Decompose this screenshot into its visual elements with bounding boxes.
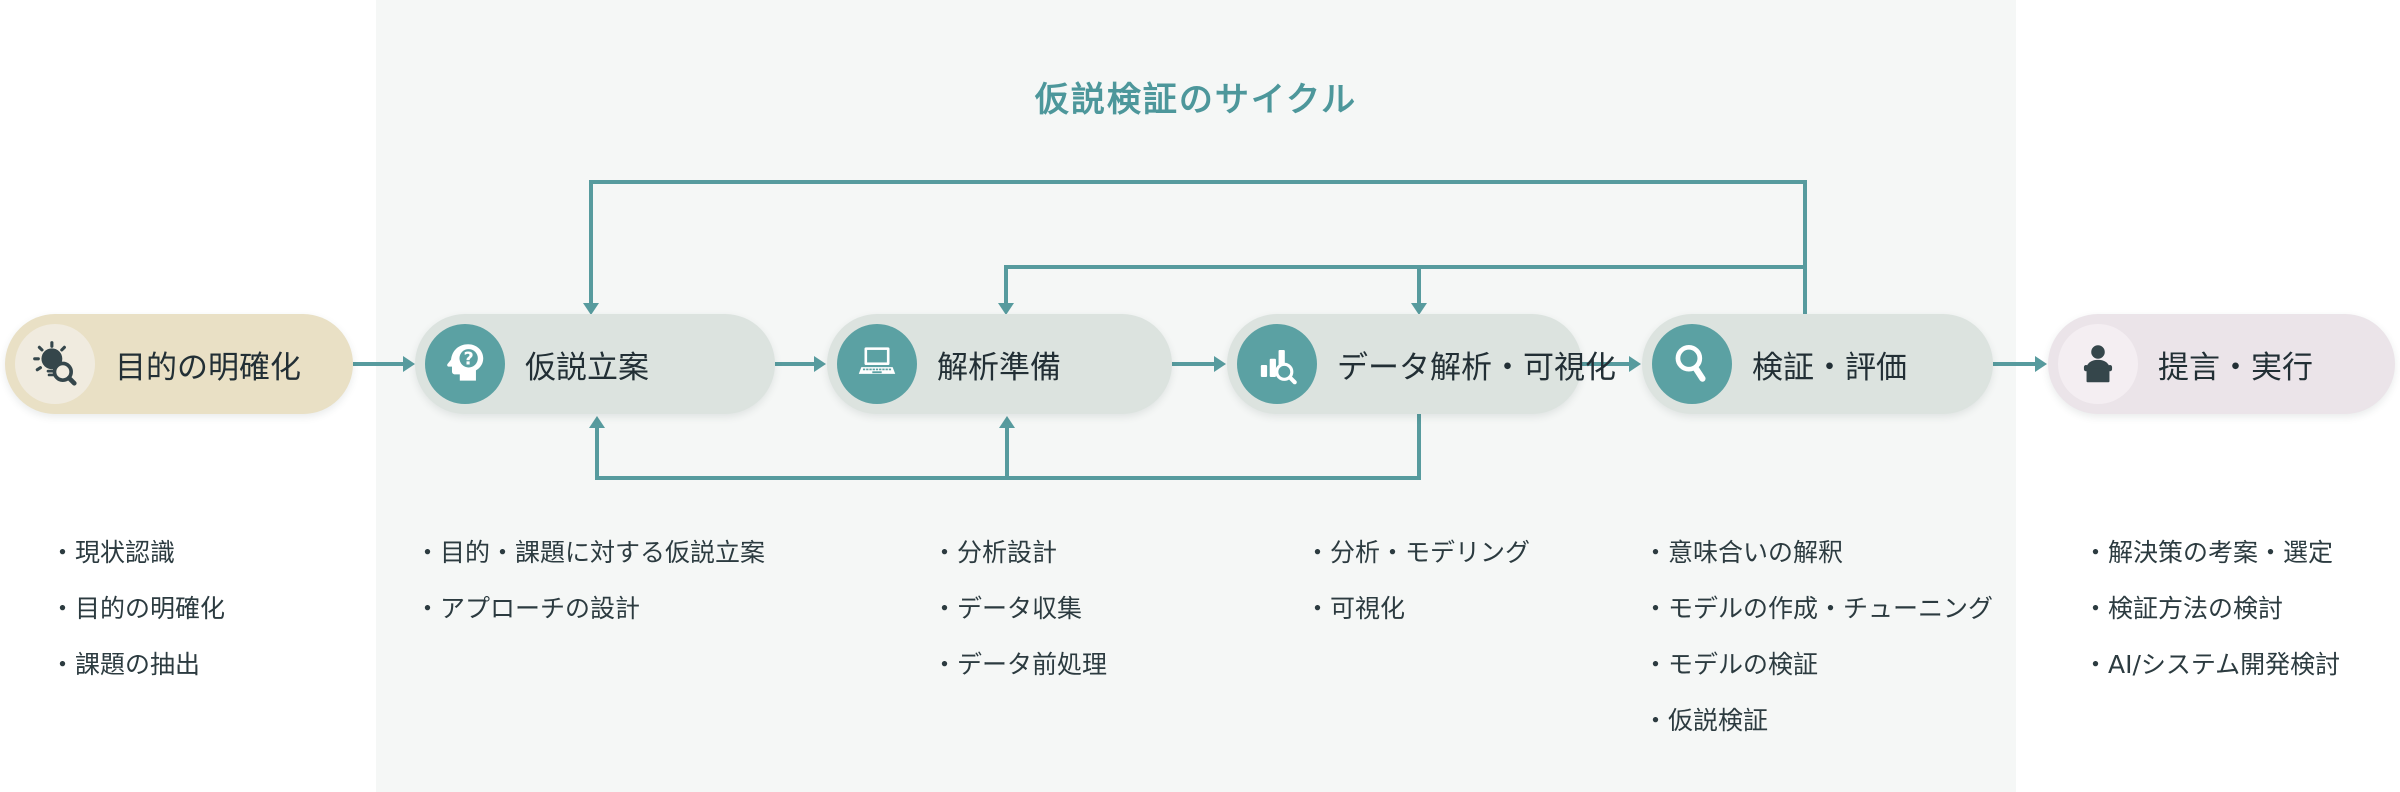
stage-pill-preparation: 解析準備 [827,314,1172,414]
list-item: ・課題の抽出 [50,650,201,679]
list-item: ・分析設計 [932,538,1058,567]
list-item: ・解決策の考案・選定 [2083,538,2334,567]
arrow-up-into-preparation [999,416,1015,428]
stage-label: 提言・実行 [2158,349,2313,386]
magnifier-icon [1652,324,1732,404]
list-item: ・分析・モデリング [1305,538,1531,567]
arrow-right-3-4 [1214,356,1226,372]
head-question-icon: ? [425,324,505,404]
stage-pill-evaluation: 検証・評価 [1642,314,1993,414]
bar-chart-search-icon [1237,324,1317,404]
list-item: ・目的の明確化 [50,594,226,623]
list-item: ・AI/システム開発検討 [2083,650,2341,679]
stage-label: 仮説立案 [525,349,649,386]
list-item: ・データ前処理 [932,650,1108,679]
arrow-right-1-2 [403,356,415,372]
presenter-icon [2058,324,2138,404]
list-item: ・可視化 [1305,594,1406,623]
stage-pill-analysis: データ解析・可視化 [1227,314,1616,414]
stage-pill-hypothesis: ? 仮説立案 [415,314,775,414]
list-item: ・アプローチの設計 [415,594,641,623]
arrow-right-2-3 [814,356,826,372]
list-item: ・現状認識 [50,538,176,567]
bottom-loop-rise-to-preparation [1005,427,1009,476]
feedback-line-outer-top [589,180,1807,184]
list-item: ・モデルの検証 [1643,650,1819,679]
laptop-icon [837,324,917,404]
svg-text:?: ? [464,350,474,370]
arrow-up-into-hypothesis [589,416,605,428]
stage-label: 目的の明確化 [115,349,301,386]
idea-search-icon [15,324,95,404]
feedback-line-drop-to-analysis [1417,265,1421,303]
bottom-loop-rise-to-hypothesis [595,427,599,476]
stage-pill-execution: 提言・実行 [2048,314,2395,414]
arrow-right-5-6 [2035,356,2047,372]
bullets-preparation: ・分析設計 ・データ収集 ・データ前処理 [932,538,1107,706]
list-item: ・検証方法の検討 [2083,594,2284,623]
feedback-line-drop-to-hypothesis [589,180,593,303]
connector-1-2 [353,362,403,366]
bottom-loop-drop-from-analysis [1417,414,1421,480]
stage-label: 解析準備 [937,349,1061,386]
bullets-purpose: ・現状認識 ・目的の明確化 ・課題の抽出 [50,538,225,706]
diagram-title: 仮説検証のサイクル [1034,80,1358,120]
bullets-hypothesis: ・目的・課題に対する仮説立案 ・アプローチの設計 [415,538,765,650]
feedback-line-inner-top [1004,265,1807,269]
bullets-execution: ・解決策の考案・選定 ・検証方法の検討 ・AI/システム開発検討 [2083,538,2340,706]
connector-3-4 [1172,362,1214,366]
arrow-down-into-hypothesis [583,303,599,315]
bullets-analysis: ・分析・モデリング ・可視化 [1305,538,1530,650]
bottom-loop-line [595,476,1421,480]
bullets-evaluation: ・意味合いの解釈 ・モデルの作成・チューニング ・モデルの検証 ・仮説検証 [1643,538,1993,762]
arrow-right-4-5 [1629,356,1641,372]
stage-pill-purpose: 目的の明確化 [5,314,353,414]
list-item: ・データ収集 [932,594,1083,623]
list-item: ・目的・課題に対する仮説立案 [415,538,766,567]
list-item: ・意味合いの解釈 [1643,538,1844,567]
arrow-down-into-analysis [1411,303,1427,315]
list-item: ・仮説検証 [1643,706,1769,735]
stage-label: 検証・評価 [1752,349,1907,386]
connector-5-6 [1993,362,2035,366]
connector-4-5 [1582,362,1629,366]
connector-2-3 [775,362,814,366]
list-item: ・モデルの作成・チューニング [1643,594,1994,623]
arrow-down-into-preparation [998,303,1014,315]
feedback-line-drop-to-preparation [1004,265,1008,303]
feedback-line-riser-from-evaluation [1803,180,1807,314]
stage-label: データ解析・可視化 [1337,349,1616,386]
